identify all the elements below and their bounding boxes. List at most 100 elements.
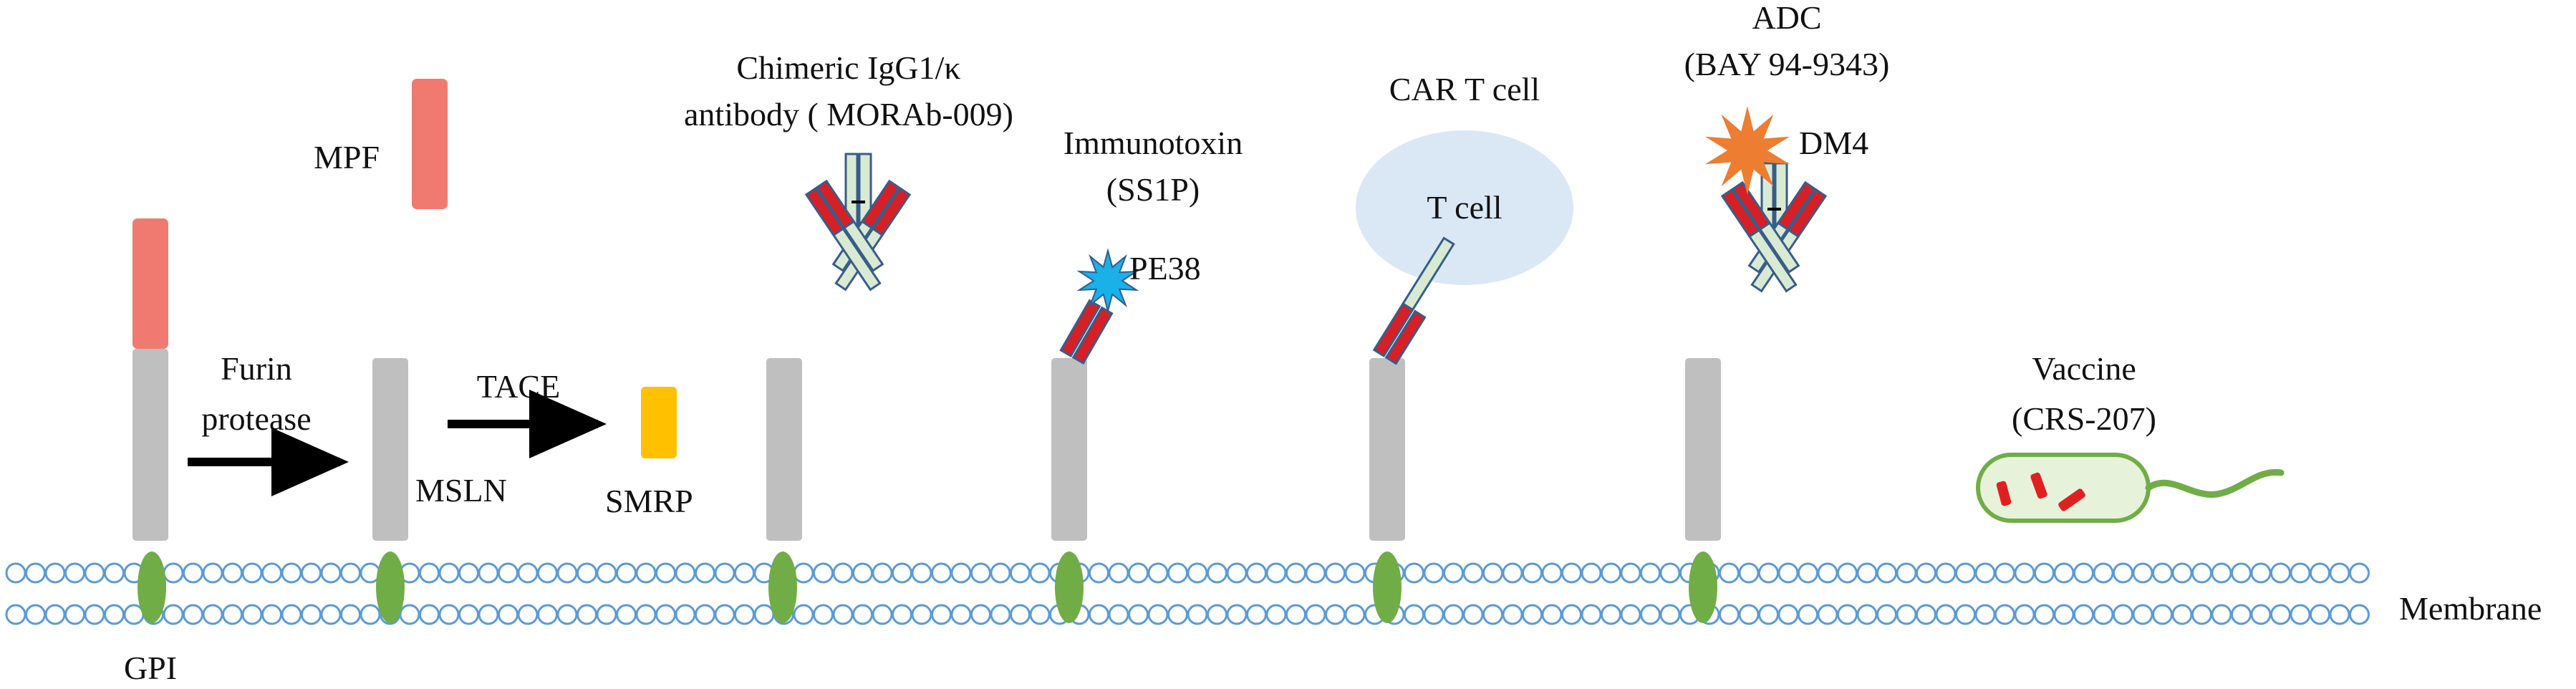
lipid-head	[25, 604, 46, 625]
antibody-drug-conjugate	[1720, 162, 1828, 293]
lipid-head	[281, 562, 302, 584]
lipid-head	[2132, 562, 2153, 584]
lipid-head	[1265, 604, 1287, 625]
lipid-head	[1738, 562, 1760, 584]
lipid-head	[2310, 604, 2330, 625]
lipid-head	[1167, 562, 1188, 584]
released-mpf	[412, 79, 448, 209]
lipid-head	[64, 562, 85, 584]
lipid-head	[1482, 562, 1503, 584]
lipid-head	[2310, 562, 2330, 584]
lipid-head	[1758, 604, 1779, 625]
lipid-head	[1601, 604, 1621, 625]
lipid-head	[2034, 604, 2055, 625]
lipid-head	[1462, 604, 1484, 625]
lipid-head	[2073, 604, 2094, 625]
lipid-head	[1935, 562, 1957, 584]
lipid-head	[793, 604, 814, 625]
lipid-head	[1285, 562, 1306, 584]
lipid-head	[1994, 604, 2015, 625]
lipid-head	[2250, 604, 2272, 625]
gpi-anchors	[138, 551, 1717, 623]
lipid-head	[183, 604, 203, 625]
gpi-anchor	[376, 551, 405, 623]
lipid-head	[1246, 562, 1267, 584]
lipid-head	[675, 604, 696, 625]
lipid-head	[892, 562, 912, 584]
antigen-marker	[2058, 488, 2085, 511]
lipid-head	[1837, 562, 1858, 584]
lipid-head	[222, 562, 243, 584]
lipid-head	[1994, 562, 2015, 584]
lipid-head	[1089, 562, 1109, 584]
lipid-head	[1974, 562, 1996, 584]
dm4-payload-icon	[1705, 106, 1790, 195]
furin-label-line1: Furin	[221, 350, 292, 387]
lipid-head	[2270, 562, 2291, 584]
lipid-head	[261, 562, 282, 584]
t-cell	[1356, 130, 1573, 285]
lipid-head	[2152, 604, 2173, 625]
lipid-head	[399, 604, 420, 625]
t-cell-label: T cell	[1427, 189, 1502, 226]
lipid-head	[556, 562, 578, 584]
lipid-bilayer-membrane	[5, 562, 2370, 625]
lipid-head	[104, 562, 125, 584]
lipid-head	[1404, 604, 1424, 625]
lipid-head	[2349, 562, 2370, 584]
lipid-head	[1462, 562, 1484, 584]
lipid-head	[1147, 562, 1169, 584]
lipid-head	[734, 604, 755, 625]
lipid-head	[261, 604, 282, 625]
lipid-head	[241, 604, 263, 625]
lipid-head	[1010, 604, 1031, 625]
mesothelin-label: MSLN	[415, 472, 507, 509]
lipid-head	[340, 562, 361, 584]
lipid-head	[64, 604, 85, 625]
lipid-head	[1601, 562, 1621, 584]
lipid-head	[1719, 562, 1740, 584]
lipid-head	[950, 604, 972, 625]
lipid-head	[2014, 562, 2035, 584]
lipid-head	[1029, 562, 1051, 584]
lipid-head	[44, 604, 66, 625]
fab-arm-right	[804, 179, 884, 292]
lipid-head	[990, 604, 1011, 625]
lipid-head	[360, 604, 381, 625]
adc-label-line1: ADC	[1752, 0, 1821, 36]
smrp-fragment	[641, 387, 677, 458]
vaccine-label-line2: (CRS-207)	[2012, 400, 2156, 437]
furin-label-line2: protease	[201, 400, 311, 437]
lipid-head	[911, 604, 932, 625]
lipid-head	[5, 604, 26, 625]
lipid-head	[1758, 562, 1779, 584]
antigen-marker	[1996, 481, 2012, 506]
lipid-head	[438, 562, 460, 584]
lipid-head	[616, 604, 637, 625]
lipid-head	[596, 562, 617, 584]
gpi-anchor	[1689, 551, 1717, 623]
lipid-head	[1974, 604, 1996, 625]
lipid-head	[2093, 562, 2114, 584]
msln-stalk	[766, 358, 802, 541]
lipid-head	[1896, 604, 1917, 625]
lipid-head	[655, 562, 676, 584]
lipid-head	[635, 562, 657, 584]
lipid-head	[2349, 604, 2370, 625]
immunotoxin-label-line2: (SS1P)	[1106, 171, 1200, 208]
lipid-head	[202, 604, 223, 625]
lipid-head	[852, 604, 873, 625]
lipid-head	[1265, 562, 1287, 584]
lipid-head	[2211, 604, 2232, 625]
car-receptor	[1372, 236, 1455, 365]
lipid-head	[1246, 604, 1267, 625]
lipid-head	[1817, 604, 1838, 625]
msln-stalk	[132, 349, 168, 541]
lipid-head	[1482, 604, 1503, 625]
lipid-head	[970, 604, 991, 625]
lipid-head	[1896, 562, 1917, 584]
lipid-head	[163, 604, 184, 625]
lipid-head	[1817, 562, 1838, 584]
lipid-head	[2329, 604, 2350, 625]
